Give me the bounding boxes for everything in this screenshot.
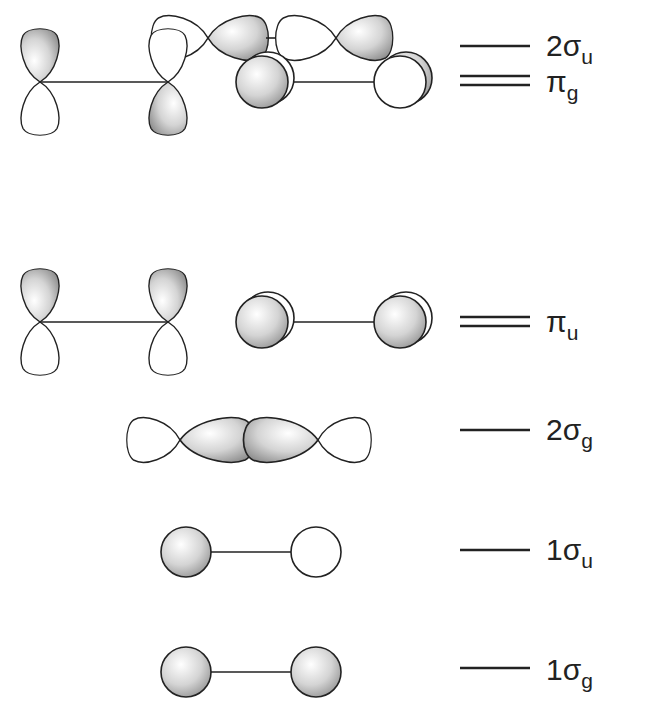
- orbital-label: πu: [546, 307, 578, 337]
- orbital-label: 2σu: [546, 31, 593, 61]
- orbital-label: πg: [546, 67, 578, 97]
- orbital-label: 2σg: [546, 415, 593, 445]
- orbital-label: 1σu: [546, 535, 593, 565]
- orbital-label: 1σg: [546, 655, 593, 685]
